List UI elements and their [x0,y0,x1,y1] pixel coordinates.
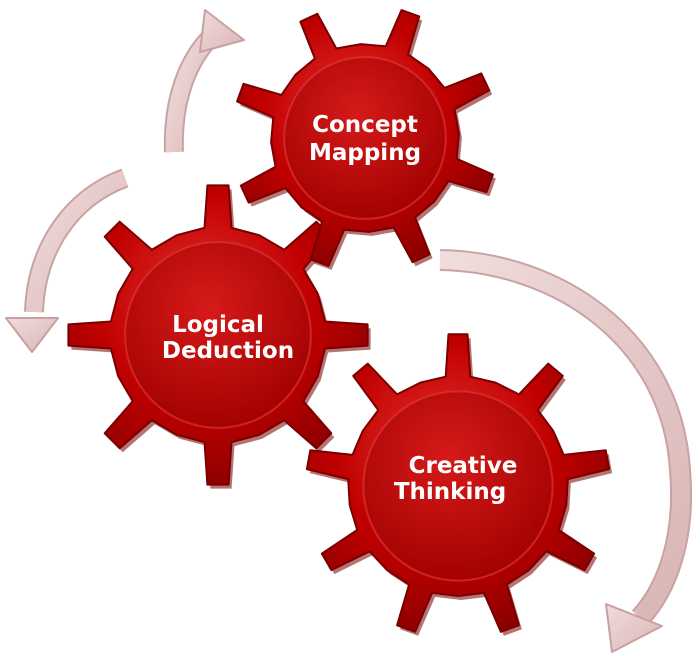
arrow-right-curve-inner [439,251,690,625]
logical-deduction-label-line2: Deduction [162,338,294,364]
gear-inner-disc [283,56,447,220]
arrow-right-head [605,603,663,653]
arrow-top-head [199,9,245,53]
gear-inner-disc [362,390,554,582]
creative-thinking-label-line1: Creative [409,453,518,479]
logical-deduction-label-line1: Logical [172,312,264,338]
cycle-arrows [5,9,692,653]
gear-creative-thinking [305,333,613,636]
concept-mapping-label-line1: Concept [312,112,418,138]
arrow-left-head [5,317,59,353]
arrow-top-curve-inner [165,28,220,153]
gear-logical-deduction [67,184,371,489]
gear-concept-mapping [236,9,496,270]
arrow-left-curve-inner [26,170,128,313]
gear-inner-disc [124,241,312,429]
creative-thinking-label-line2: Thinking [394,479,506,505]
concept-mapping-label-line2: Mapping [309,140,421,166]
